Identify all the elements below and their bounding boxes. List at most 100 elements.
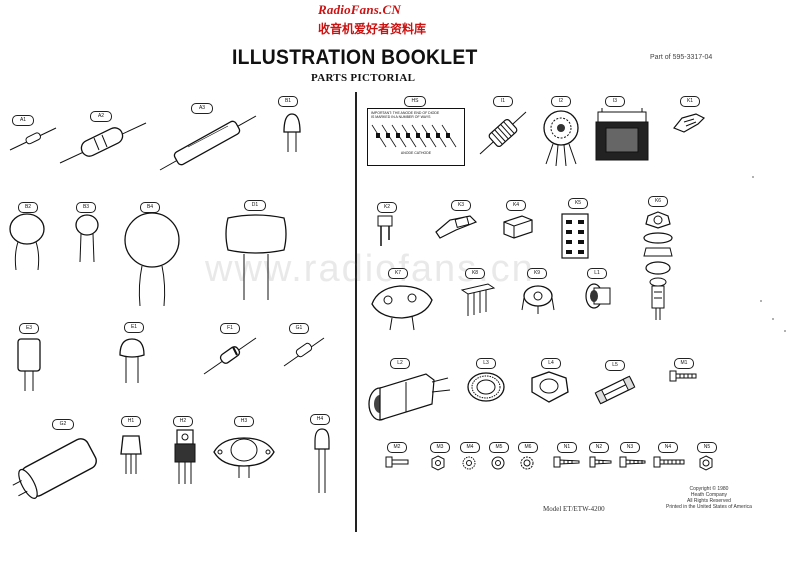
label-k8: K8: [465, 268, 485, 279]
label-k4: K4: [506, 200, 526, 211]
label-m5: M5: [489, 442, 509, 453]
part-number: Part of 595-3317-04: [650, 54, 713, 61]
nut-n5-icon: [699, 455, 713, 471]
screw-n2-icon: [589, 456, 612, 468]
diode-card-note-2: IS MARKED IN A NUMBER OF WAYS: [371, 115, 431, 119]
center-divider: [355, 92, 357, 532]
label-l3: L3: [476, 358, 496, 369]
label-k3: K3: [451, 200, 471, 211]
page-subtitle: PARTS PICTORIAL: [311, 72, 416, 84]
label-b1: B1: [278, 96, 298, 107]
label-m4: M4: [460, 442, 480, 453]
lug-k2-icon: [377, 215, 393, 246]
label-k7: K7: [388, 268, 408, 279]
label-h2: H2: [173, 416, 193, 427]
scan-speck: [752, 176, 754, 178]
transistor-h1-icon: [120, 435, 142, 474]
transistor-h3-icon: [213, 437, 275, 478]
screw-n4-icon: [653, 456, 685, 468]
label-a1: A1: [12, 115, 34, 126]
label-n4: N4: [658, 442, 678, 453]
label-h1: H1: [121, 416, 141, 427]
label-h3: H3: [234, 416, 254, 427]
label-a3: A3: [191, 103, 213, 114]
capacitor-g2-icon: [12, 438, 97, 499]
fuse-l5-icon: [594, 375, 636, 405]
copyright-company: Heath Company: [690, 492, 728, 498]
screw-n3-icon: [619, 456, 646, 468]
jack-k6-icon: [643, 211, 673, 320]
copyright-block: Copyright © 1980 Heath Company All Right…: [666, 486, 752, 510]
label-m1: M1: [674, 358, 694, 369]
connector-k1-icon: [673, 113, 706, 133]
transformer-i3-icon: [595, 108, 649, 161]
coil-i2-icon: [543, 110, 579, 167]
label-n5: N5: [697, 442, 717, 453]
scan-speck: [772, 318, 774, 320]
label-i3: I3: [605, 96, 625, 107]
capacitor-d1-icon: [225, 214, 287, 300]
capacitor-b3-icon: [75, 214, 99, 263]
label-l4: L4: [541, 358, 561, 369]
screw-m1-icon: [669, 370, 697, 382]
nut-m3-icon: [431, 455, 445, 471]
label-n1: N1: [557, 442, 577, 453]
lockwasher-m4-icon: [462, 456, 476, 470]
socket-k5-icon: [561, 213, 589, 259]
label-k1: K1: [680, 96, 700, 107]
label-d1: D1: [244, 200, 266, 211]
diode-g1-icon: [283, 337, 325, 367]
label-g1: G1: [289, 323, 309, 334]
label-e3: E3: [19, 323, 39, 334]
washer-m5-icon: [491, 456, 505, 470]
brand-subtitle: 收音机爱好者资料库: [318, 22, 427, 36]
copyright-line: Copyright © 1980: [689, 486, 729, 492]
socket-k7-icon: [371, 285, 433, 331]
label-e1: E1: [124, 322, 144, 333]
block-k4-icon: [503, 215, 533, 239]
coil-i1-icon: [479, 111, 527, 155]
socket-k9-icon: [521, 285, 555, 314]
label-i1: I1: [493, 96, 513, 107]
washer-l3-icon: [467, 372, 505, 402]
copyright-printed: Printed in the United States of America: [666, 504, 752, 510]
screw-n1-icon: [553, 456, 580, 468]
label-l1: L1: [587, 268, 607, 279]
led-h4-icon: [314, 428, 330, 493]
brand-logo: RadioFans.CN: [318, 2, 401, 18]
capacitor-e1-icon: [119, 338, 145, 383]
capacitor-e3-icon: [17, 338, 41, 391]
page-title: ILLUSTRATION BOOKLET: [232, 46, 478, 69]
label-k5: K5: [568, 198, 588, 209]
scan-speck: [784, 330, 786, 332]
terminal-k3-icon: [435, 215, 478, 239]
diode-card-legend: ANODE CATHODE: [400, 151, 432, 155]
label-m6: M6: [518, 442, 538, 453]
label-k9: K9: [527, 268, 547, 279]
lockwasher-m6-icon: [520, 456, 534, 470]
brand-text: RadioFans.CN: [318, 2, 401, 17]
transistor-h2-icon: [174, 429, 196, 484]
diode-card: IMPORTANT: THE ANODE END OF DIODE IS MAR…: [367, 108, 465, 166]
diode-card-note: IMPORTANT: THE ANODE END OF DIODE: [371, 111, 440, 115]
label-g2: G2: [52, 419, 74, 430]
fuse-holder-l1-icon: [585, 283, 611, 309]
label-n3: N3: [620, 442, 640, 453]
capacitor-b2-icon: [9, 213, 45, 271]
diode-f1-icon: [203, 337, 257, 375]
label-k2: K2: [377, 202, 397, 213]
label-hs: HS: [404, 96, 426, 107]
label-b2: B2: [18, 202, 38, 213]
nut-l4-icon: [531, 371, 569, 403]
label-i2: I2: [551, 96, 571, 107]
label-l2: L2: [390, 358, 410, 369]
label-b3: B3: [76, 202, 96, 213]
label-m3: M3: [430, 442, 450, 453]
copyright-rights: All Rights Reserved: [686, 498, 731, 504]
capacitor-b1-icon: [283, 113, 301, 152]
label-h4: H4: [310, 414, 330, 425]
resistor-a2-icon: [59, 122, 147, 164]
label-a2: A2: [90, 111, 112, 122]
label-f1: F1: [220, 323, 240, 334]
fuse-holder-l2-icon: [368, 373, 451, 421]
